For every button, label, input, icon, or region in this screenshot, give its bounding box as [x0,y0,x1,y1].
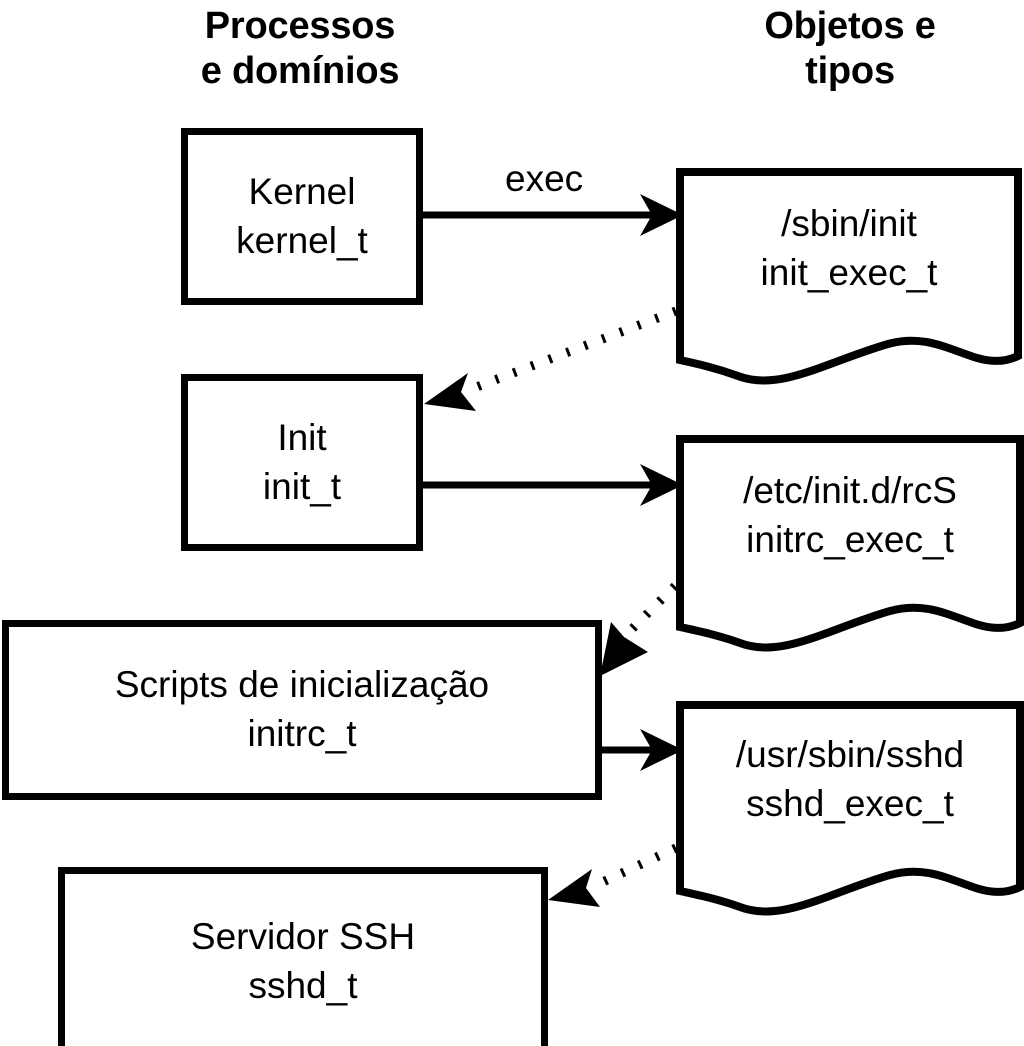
process-node-kernel-type: kernel_t [236,219,368,261]
edge-initrc-exec-to-initrc [600,582,679,676]
column-header-processes: Processos e domínios [200,5,400,92]
edge-kernel-to-init-exec [423,194,683,236]
edge-label-exec: exec [505,158,584,199]
edge-init-exec-to-init [424,306,678,411]
process-node-initrc-type: initrc_t [247,713,357,754]
column-header-objects: Objetos e tipos [764,5,936,92]
document-shape-initrc-exec [676,435,1024,652]
edge-init-to-initrc-exec [422,464,683,506]
object-node-initrc-exec[interactable]: /etc/init.d/rcS initrc_exec_t [676,435,1024,652]
process-node-init-title: Init [277,416,327,458]
document-shape-sshd-exec [676,701,1024,916]
process-node-kernel-title: Kernel [248,170,356,212]
object-node-sshd-exec[interactable]: /usr/sbin/sshd sshd_exec_t [676,701,1024,923]
object-node-init-exec[interactable]: /sbin/init init_exec_t [676,168,1022,385]
edge-sshd-exec-to-sshd [548,843,678,907]
process-node-init-type: init_t [262,465,342,507]
process-node-sshd[interactable]: Servidor SSH sshd_t [58,867,548,1046]
edge-initrc-to-sshd-exec [600,729,683,771]
process-node-initrc[interactable]: Scripts de inicialização initrc_t [2,620,602,800]
process-node-sshd-type: sshd_t [248,965,358,1006]
process-node-sshd-title: Servidor SSH [190,916,416,958]
process-node-initrc-title: Scripts de inicialização [114,664,490,706]
document-shape-init-exec [676,168,1022,385]
process-node-init[interactable]: Init init_t [181,374,423,551]
process-node-kernel[interactable]: Kernel kernel_t [181,128,423,305]
